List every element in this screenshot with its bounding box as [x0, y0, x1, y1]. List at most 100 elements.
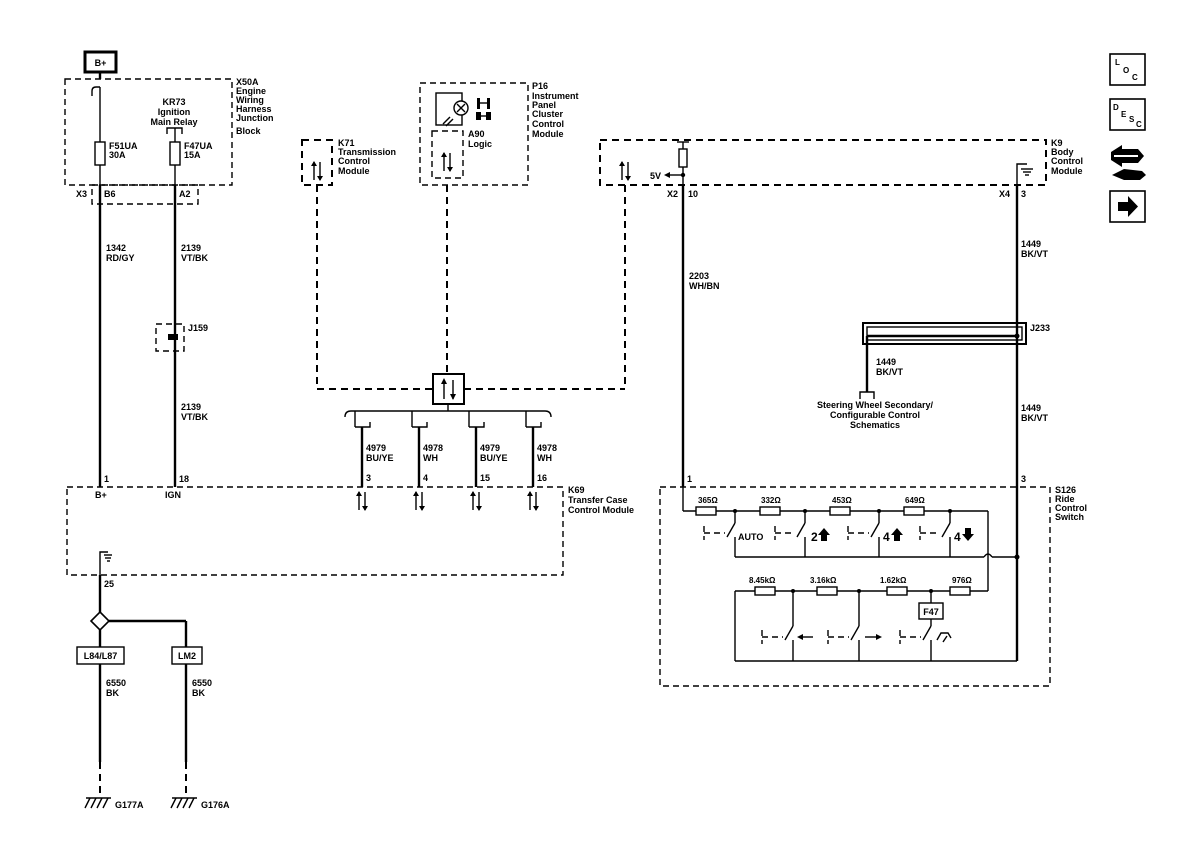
p16-name-2: Panel [532, 100, 556, 110]
s126-name-1: Ride [1055, 494, 1075, 504]
data-arrows-icon [356, 491, 368, 511]
data-wire-3: 4979 BU/YE 15 [468, 411, 508, 487]
desc-letter-e: E [1121, 110, 1127, 119]
k9-x2-label: X2 [667, 189, 678, 199]
wire-1342-circuit: 1342 [106, 243, 126, 253]
resistor-649-label: 649Ω [905, 496, 925, 505]
k71-module: K71 Transmission Control Module [301, 138, 396, 186]
arrow-up-icon [818, 528, 830, 541]
data-arrows-icon [441, 152, 453, 172]
wire-1449c-color: BK/VT [1021, 413, 1049, 423]
x50a-name-3: Harness [236, 104, 272, 114]
k71-name-1: Transmission [338, 147, 396, 157]
p16-name-1: Instrument [532, 91, 579, 101]
data-wire-3-pin: 15 [480, 473, 490, 483]
wire-2139a-color: VT/BK [181, 253, 209, 263]
k69-ign-label: IGN [165, 490, 181, 500]
data-wire-1-circuit: 4979 [366, 443, 386, 453]
ground-g177a-icon [84, 797, 111, 809]
switch-4lo-label: 4 [954, 530, 961, 544]
k69-ref: K69 [568, 485, 585, 495]
wire-1449a-circuit: 1449 [1021, 239, 1041, 249]
wire-6550b-color: BK [192, 688, 205, 698]
switch-f47: F47 [899, 591, 952, 661]
p16-module: P16 Instrument Panel Cluster Control Mod… [419, 81, 579, 186]
pullup-resistor [678, 148, 688, 168]
wire-2139b-color: VT/BK [181, 412, 209, 422]
desc-button[interactable]: D E S C [1109, 98, 1146, 131]
f51ua-rating: 30A [109, 150, 126, 160]
resistor-1k62-label: 1.62kΩ [880, 576, 907, 585]
kr73-name-2: Main Relay [150, 117, 197, 127]
k9-x4-label: X4 [999, 189, 1010, 199]
f47ua-rating: 15A [184, 150, 201, 160]
data-wire-3-circuit: 4979 [480, 443, 500, 453]
data-wire-2-circuit: 4978 [423, 443, 443, 453]
s126-name-2: Control [1055, 503, 1087, 513]
connector-info-icon[interactable] [1111, 145, 1146, 180]
f51ua-ref: F51UA [109, 141, 138, 151]
resistor-976 [949, 586, 971, 596]
x50a-pin-a2: A2 [179, 189, 191, 199]
resistor-453 [829, 506, 851, 516]
resistor-453-label: 453Ω [832, 496, 852, 505]
transfer-case-icon [476, 98, 491, 120]
kr73-relay: KR73 Ignition Main Relay F47UA 15A [150, 97, 213, 185]
data-wire-4: 4978 WH 16 [525, 411, 557, 487]
data-wire-2-pin: 4 [423, 473, 428, 483]
desc-letter-s: S [1129, 115, 1135, 124]
ground-g176a-label: G176A [201, 800, 230, 810]
switch-2hi: 2 [774, 511, 830, 557]
option-l84-label: L84/L87 [84, 651, 118, 661]
s126-ref: S126 [1055, 485, 1076, 495]
f47-label: F47 [923, 607, 939, 617]
arrow-up-icon [891, 528, 903, 541]
next-page-button[interactable] [1109, 190, 1146, 223]
f47ua-ref: F47UA [184, 141, 213, 151]
fuse-f51ua [94, 141, 106, 166]
a90-name: Logic [468, 139, 492, 149]
p16-name-3: Cluster [532, 109, 564, 119]
loc-letter-c: C [1132, 73, 1138, 82]
switch-2hi-label: 2 [811, 530, 818, 544]
desc-letter-d: D [1113, 103, 1119, 112]
s126-name-3: Switch [1055, 512, 1084, 522]
data-wire-1-color: BU/YE [366, 453, 394, 463]
wire-6550a-circuit: 6550 [106, 678, 126, 688]
switch-4hi: 4 [847, 511, 903, 557]
k71-name-3: Module [338, 166, 370, 176]
ground-g176a-icon [170, 797, 197, 809]
data-arrows-icon [311, 161, 323, 181]
arrow-right-icon [876, 634, 882, 640]
steering-ref-line-2: Configurable Control [830, 410, 920, 420]
resistor-365 [695, 506, 717, 516]
k9-pin-10: 10 [688, 189, 698, 199]
switch-4lo: 4 [919, 511, 974, 557]
k69-pin-1: 1 [104, 474, 109, 484]
x50a-pin-b6: B6 [104, 189, 116, 199]
arrow-down-icon [962, 528, 974, 541]
k9-name-1: Body [1051, 147, 1074, 157]
s126-pin-3: 3 [1021, 474, 1026, 484]
data-wire-2: 4978 WH 4 [411, 411, 443, 487]
wire-2203-circuit: 2203 [689, 271, 709, 281]
wire-2203: 2203 WH/BN [681, 185, 720, 487]
switch-right [827, 591, 882, 661]
data-arrows-icon [470, 491, 482, 511]
data-arrows-icon [413, 491, 425, 511]
wire-1449b-color: BK/VT [876, 367, 904, 377]
loc-button[interactable]: L O C [1109, 53, 1146, 86]
wire-1449c-circuit: 1449 [1021, 403, 1041, 413]
k71-name-2: Control [338, 156, 370, 166]
switch-left [761, 591, 813, 661]
resistor-8k45 [754, 586, 776, 596]
wire-1342: 1342 RD/GY [98, 185, 135, 487]
wire-2139a-circuit: 2139 [181, 243, 201, 253]
x50a-connector: X3 B6 A2 [76, 184, 199, 205]
arrow-left-icon [797, 634, 803, 640]
steering-ref-line-3: Schematics [850, 420, 900, 430]
kr73-name-1: Ignition [158, 107, 191, 117]
k69-transfer-case-module: K69 Transfer Case Control Module 1 18 B+… [66, 474, 634, 589]
wire-6550a-color: BK [106, 688, 119, 698]
vehicle-mode-icon [936, 632, 952, 643]
